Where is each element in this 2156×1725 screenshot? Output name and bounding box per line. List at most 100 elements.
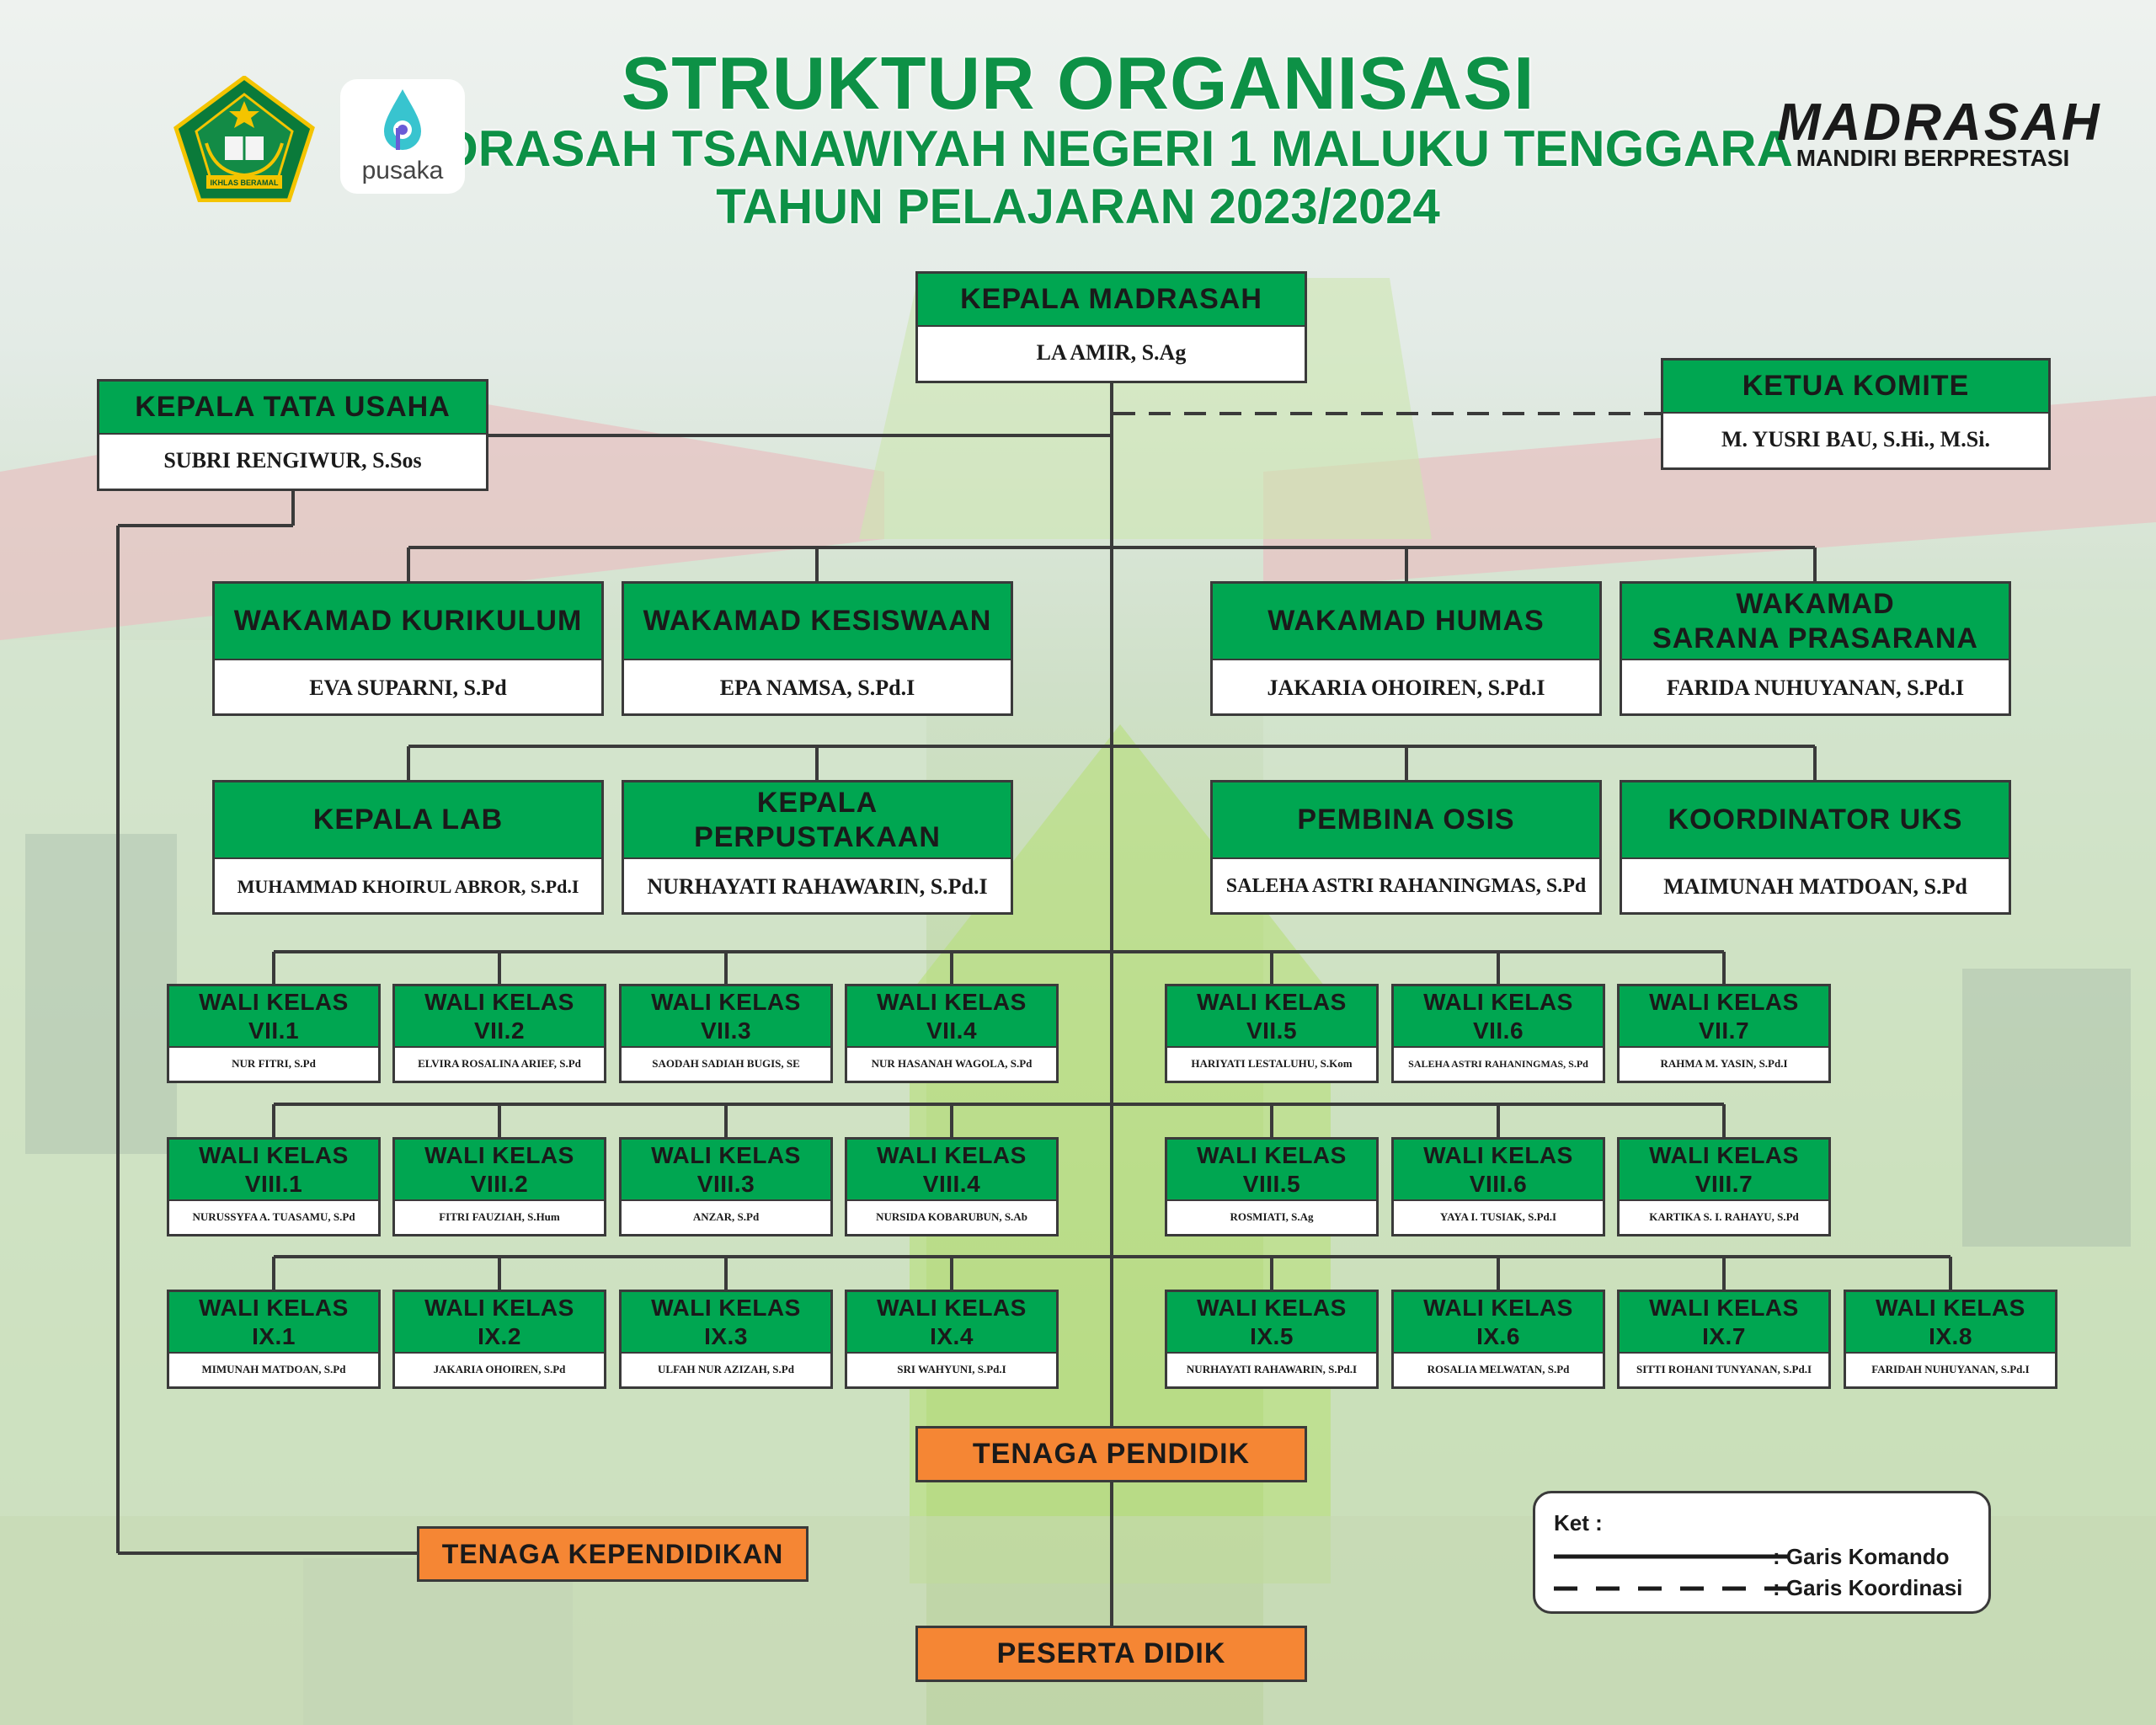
wali-kelas-title: WALI KELAS VII.4 [847, 986, 1056, 1048]
wakamad-title: WAKAMAD KURIKULUM [215, 584, 601, 660]
wali-kelas-title: WALI KELAS VII.5 [1167, 986, 1376, 1048]
wali-kelas-box: WALI KELAS VIII.2 FITRI FAUZIAH, S.Hum [392, 1137, 606, 1236]
wali-kelas-name: RAHMA M. YASIN, S.Pd.I [1660, 1057, 1788, 1070]
wali-kelas-box: WALI KELAS VIII.5 ROSMIATI, S.Ag [1165, 1137, 1379, 1236]
wali-kelas-name: NURUSSYFA A. TUASAMU, S.Pd [192, 1210, 355, 1223]
wali-kelas-title: WALI KELAS IX.8 [1846, 1292, 2055, 1354]
wali-kelas-title: WALI KELAS IX.2 [395, 1292, 604, 1354]
wali-kelas-name: ROSMIATI, S.Ag [1230, 1210, 1314, 1223]
wali-kelas-title: WALI KELAS VII.7 [1620, 986, 1828, 1048]
kemenag-logo-icon: IKHLAS BERAMAL [173, 76, 315, 202]
wali-kelas-title: WALI KELAS IX.5 [1167, 1292, 1376, 1354]
wali-kelas-box: WALI KELAS IX.6 ROSALIA MELWATAN, S.Pd [1391, 1290, 1605, 1389]
kepala-madrasah-box: KEPALA MADRASAH LA AMIR, S.Ag [915, 271, 1307, 383]
wakamad-box: WAKAMAD KURIKULUM EVA SUPARNI, S.Pd [212, 581, 604, 716]
wali-kelas-name: ROSALIA MELWATAN, S.Pd [1427, 1363, 1570, 1375]
wali-kelas-title: WALI KELAS VIII.4 [847, 1140, 1056, 1201]
wali-kelas-title: WALI KELAS IX.1 [169, 1292, 378, 1354]
wali-kelas-box: WALI KELAS VII.3 SAODAH SADIAH BUGIS, SE [619, 984, 833, 1083]
solid-line-icon [1554, 1554, 1790, 1559]
kepala-tata-usaha-title: KEPALA TATA USAHA [99, 382, 486, 435]
wali-kelas-name: KARTIKA S. I. RAHAYU, S.Pd [1649, 1210, 1799, 1223]
wali-kelas-name: SRI WAHYUNI, S.Pd.I [897, 1363, 1006, 1375]
pusaka-drop-icon [384, 89, 421, 150]
wakamad-box: WAKAMAD HUMAS JAKARIA OHOIREN, S.Pd.I [1210, 581, 1602, 716]
wali-kelas-title: WALI KELAS IX.6 [1394, 1292, 1603, 1354]
wali-kelas-box: WALI KELAS VII.6 SALEHA ASTRI RAHANINGMA… [1391, 984, 1605, 1083]
dashed-line-icon [1554, 1586, 1790, 1591]
wali-kelas-name: SALEHA ASTRI RAHANINGMAS, S.Pd [1408, 1057, 1588, 1070]
wakamad-box: WAKAMAD SARANA PRASARANA FARIDA NUHUYANA… [1620, 581, 2011, 716]
wali-kelas-title: WALI KELAS IX.4 [847, 1292, 1056, 1354]
wali-kelas-box: WALI KELAS IX.3 ULFAH NUR AZIZAH, S.Pd [619, 1290, 833, 1389]
wali-kelas-box: WALI KELAS IX.1 MIMUNAH MATDOAN, S.Pd [167, 1290, 381, 1389]
wali-kelas-title: WALI KELAS VII.1 [169, 986, 378, 1048]
pusaka-label: pusaka [361, 157, 444, 184]
wali-kelas-name: JAKARIA OHOIREN, S.Pd [433, 1363, 566, 1375]
legend-komando: : Garis Komando [1773, 1544, 1950, 1569]
wali-kelas-box: WALI KELAS IX.5 NURHAYATI RAHAWARIN, S.P… [1165, 1290, 1379, 1389]
wali-kelas-name: ANZAR, S.Pd [692, 1210, 760, 1223]
wali-kelas-title: WALI KELAS VIII.3 [622, 1140, 830, 1201]
wali-kelas-title: WALI KELAS VIII.7 [1620, 1140, 1828, 1201]
wali-kelas-title: WALI KELAS IX.3 [622, 1292, 830, 1354]
wakamad-title: WAKAMAD SARANA PRASARANA [1622, 584, 2009, 660]
wali-kelas-name: NUR HASANAH WAGOLA, S.Pd [871, 1057, 1033, 1070]
wali-kelas-box: WALI KELAS IX.2 JAKARIA OHOIREN, S.Pd [392, 1290, 606, 1389]
wali-kelas-title: WALI KELAS VIII.2 [395, 1140, 604, 1201]
kepala-unit-name: SALEHA ASTRI RAHANINGMAS, S.Pd [1225, 875, 1587, 897]
wali-kelas-box: WALI KELAS VIII.4 NURSIDA KOBARUBUN, S.A… [845, 1137, 1059, 1236]
wali-kelas-name: SITTI ROHANI TUNYANAN, S.Pd.I [1636, 1363, 1812, 1375]
wali-kelas-box: WALI KELAS VIII.6 YAYA I. TUSIAK, S.Pd.I [1391, 1137, 1605, 1236]
wali-kelas-box: WALI KELAS VII.7 RAHMA M. YASIN, S.Pd.I [1617, 984, 1831, 1083]
kemenag-ribbon-text: IKHLAS BERAMAL [211, 179, 279, 187]
kepala-unit-box: KEPALA LAB MUHAMMAD KHOIRUL ABROR, S.Pd.… [212, 780, 604, 915]
kepala-unit-box: KEPALA PERPUSTAKAAN NURHAYATI RAHAWARIN,… [622, 780, 1013, 915]
wali-kelas-box: WALI KELAS VIII.3 ANZAR, S.Pd [619, 1137, 833, 1236]
kepala-unit-title: PEMBINA OSIS [1213, 782, 1599, 859]
kepala-unit-box: PEMBINA OSIS SALEHA ASTRI RAHANINGMAS, S… [1210, 780, 1602, 915]
kepala-unit-title: KEPALA PERPUSTAKAAN [624, 782, 1011, 859]
wali-kelas-name: FITRI FAUZIAH, S.Hum [439, 1210, 560, 1223]
wali-kelas-name: ELVIRA ROSALINA ARIEF, S.Pd [418, 1057, 581, 1070]
wakamad-name: JAKARIA OHOIREN, S.Pd.I [1267, 675, 1545, 700]
legend-title: Ket : [1554, 1510, 1603, 1535]
wali-kelas-box: WALI KELAS VII.2 ELVIRA ROSALINA ARIEF, … [392, 984, 606, 1083]
wali-kelas-name: MIMUNAH MATDOAN, S.Pd [201, 1363, 346, 1375]
wali-kelas-title: WALI KELAS VIII.1 [169, 1140, 378, 1201]
wakamad-name: EVA SUPARNI, S.Pd [309, 675, 507, 700]
wali-kelas-box: WALI KELAS VII.4 NUR HASANAH WAGOLA, S.P… [845, 984, 1059, 1083]
wali-kelas-name: HARIYATI LESTALUHU, S.Kom [1191, 1057, 1353, 1070]
kepala-unit-title: KOORDINATOR UKS [1622, 782, 2009, 859]
wali-kelas-name: NUR FITRI, S.Pd [232, 1057, 316, 1070]
wali-kelas-name: NURHAYATI RAHAWARIN, S.Pd.I [1186, 1363, 1358, 1375]
page-year: TAHUN PELAJARAN 2023/2024 [716, 179, 1440, 234]
kepala-tata-usaha-box: KEPALA TATA USAHA SUBRI RENGIWUR, S.Sos [97, 379, 488, 491]
wakamad-title: WAKAMAD HUMAS [1213, 584, 1599, 660]
wali-kelas-box: WALI KELAS VII.5 HARIYATI LESTALUHU, S.K… [1165, 984, 1379, 1083]
kepala-tata-usaha-name: SUBRI RENGIWUR, S.Sos [163, 448, 422, 473]
kepala-unit-name: MAIMUNAH MATDOAN, S.Pd [1663, 873, 1967, 899]
pusaka-logo: pusaka [340, 79, 465, 194]
ketua-komite-box: KETUA KOMITE M. YUSRI BAU, S.Hi., M.Si. [1661, 358, 2051, 470]
kepala-unit-box: KOORDINATOR UKS MAIMUNAH MATDOAN, S.Pd [1620, 780, 2011, 915]
wali-kelas-box: WALI KELAS IX.8 FARIDAH NUHUYANAN, S.Pd.… [1844, 1290, 2057, 1389]
wali-kelas-title: WALI KELAS VIII.6 [1394, 1140, 1603, 1201]
wali-kelas-box: WALI KELAS VIII.7 KARTIKA S. I. RAHAYU, … [1617, 1137, 1831, 1236]
kepala-madrasah-name: LA AMIR, S.Ag [1036, 340, 1187, 365]
ketua-komite-title: KETUA KOMITE [1663, 360, 2048, 414]
wali-kelas-name: ULFAH NUR AZIZAH, S.Pd [658, 1363, 794, 1375]
kepala-unit-title: KEPALA LAB [215, 782, 601, 859]
wali-kelas-title: WALI KELAS VII.6 [1394, 986, 1603, 1048]
tenaga-pendidik-box: TENAGA PENDIDIK [915, 1426, 1307, 1482]
wali-kelas-box: WALI KELAS IX.7 SITTI ROHANI TUNYANAN, S… [1617, 1290, 1831, 1389]
wali-kelas-name: NURSIDA KOBARUBUN, S.Ab [876, 1210, 1027, 1223]
wali-kelas-box: WALI KELAS IX.4 SRI WAHYUNI, S.Pd.I [845, 1290, 1059, 1389]
kepala-madrasah-title: KEPALA MADRASAH [918, 274, 1305, 327]
wakamad-box: WAKAMAD KESISWAAN EPA NAMSA, S.Pd.I [622, 581, 1013, 716]
madrasah-logo-text: MADRASAH [1777, 93, 2102, 152]
page-title: STRUKTUR ORGANISASI [621, 41, 1535, 125]
wali-kelas-name: FARIDAH NUHUYANAN, S.Pd.I [1871, 1363, 2030, 1375]
wali-kelas-title: WALI KELAS VIII.5 [1167, 1140, 1376, 1201]
